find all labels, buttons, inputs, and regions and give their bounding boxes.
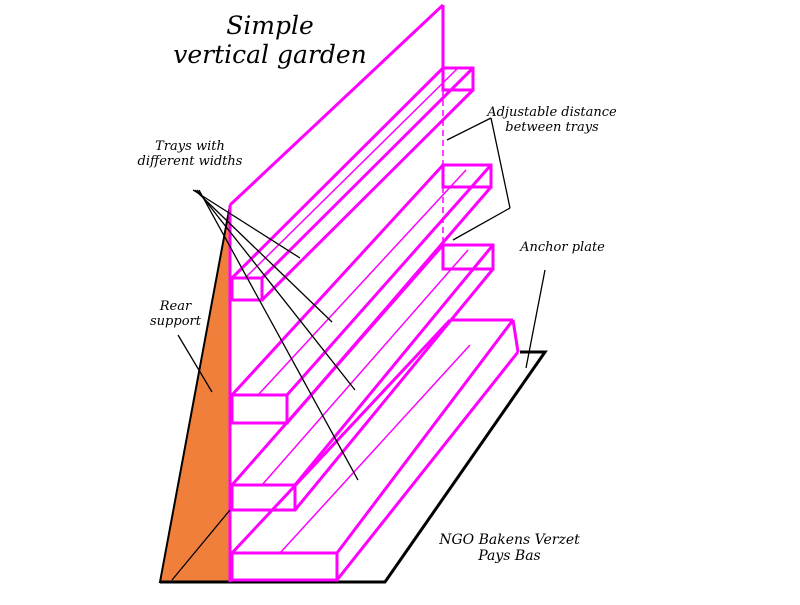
label-trays: Trays with different widths [130, 139, 250, 170]
label-adjustable-line-1: Adjustable distance [487, 105, 617, 120]
label-credit-line-2: Pays Bas [478, 548, 541, 565]
leader-lines [171, 117, 546, 581]
back-panel [228, 3, 445, 582]
title-line-2: vertical garden [173, 39, 367, 69]
label-credit-line-1: NGO Bakens Verzet [439, 532, 580, 548]
tray-1 [230, 66, 475, 302]
label-adjustable-line-2: between trays [505, 119, 599, 135]
label-adjustable: Adjustable distance between trays [482, 105, 622, 136]
label-rear-support: Rear support [138, 299, 213, 330]
tray-3 [230, 243, 495, 512]
label-rear-line-2: support [150, 313, 201, 329]
diagram-title: Simple vertical garden [170, 11, 370, 70]
tray-4 [230, 318, 520, 582]
title-line-1: Simple [226, 11, 314, 40]
label-credit: NGO Bakens Verzet Pays Bas [432, 532, 587, 564]
base-line [160, 350, 548, 584]
label-trays-line-1: Trays with [155, 139, 225, 154]
label-trays-line-2: different widths [137, 153, 243, 169]
label-anchor-plate: Anchor plate [520, 240, 605, 255]
label-rear-line-1: Rear [159, 299, 192, 314]
rear-support [158, 204, 231, 583]
